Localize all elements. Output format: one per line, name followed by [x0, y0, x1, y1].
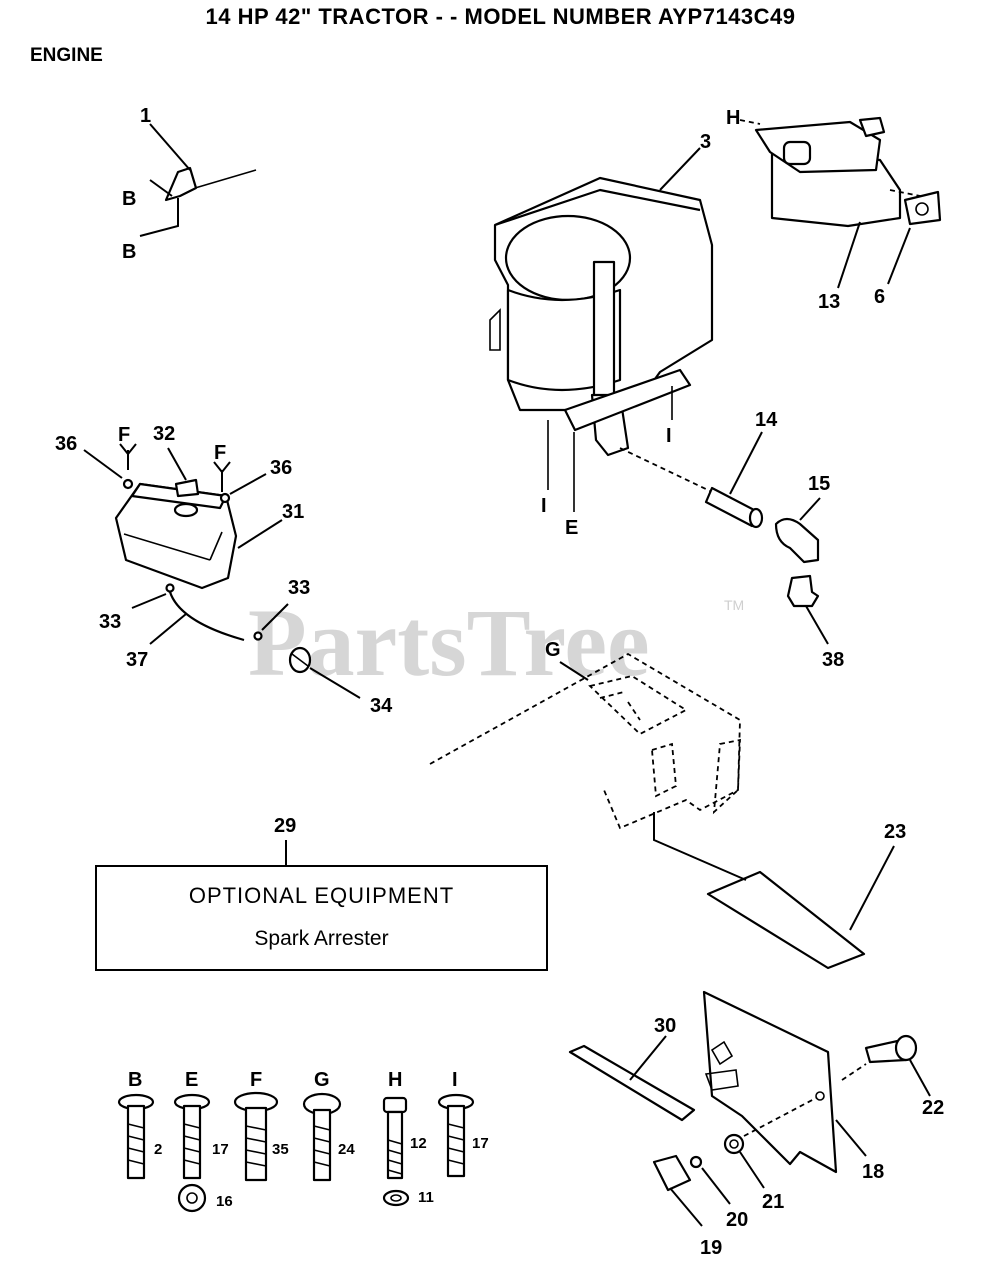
- page-title: 14 HP 42" TRACTOR - - MODEL NUMBER AYP71…: [205, 4, 796, 29]
- optional-equipment-box: OPTIONAL EQUIPMENT Spark Arrester: [95, 865, 548, 971]
- fuel-tank-icon[interactable]: [114, 482, 283, 590]
- callout-22: 22: [922, 1097, 944, 1119]
- clamp-part-33b[interactable]: [253, 603, 289, 641]
- muffler-icon[interactable]: [739, 116, 941, 289]
- ref-letter-i2: I: [666, 425, 672, 447]
- watermark-tm: TM: [724, 597, 744, 613]
- callout-31: 31: [282, 501, 304, 523]
- pipe-part-14[interactable]: [619, 431, 764, 529]
- bolt-icon[interactable]: [117, 1093, 155, 1180]
- shield-part-23[interactable]: [653, 812, 895, 970]
- fastener-e-letter: E: [185, 1069, 198, 1091]
- fuel-filter-part-34[interactable]: [288, 646, 361, 699]
- washer-part-20[interactable]: [689, 1155, 731, 1205]
- fastener-i-part: 17: [472, 1135, 489, 1152]
- clamp-part-33a[interactable]: [131, 583, 175, 609]
- callout-21: 21: [762, 1191, 784, 1213]
- callout-23: 23: [884, 821, 906, 843]
- callout-20: 20: [726, 1209, 748, 1231]
- bolt-icon[interactable]: [302, 1092, 342, 1182]
- bolt-part-22[interactable]: [841, 1034, 931, 1097]
- elbow-part-15[interactable]: [774, 497, 821, 564]
- section-label: ENGINE: [30, 45, 103, 66]
- grommet-part-36a[interactable]: [83, 443, 137, 490]
- engine-icon[interactable]: [489, 147, 714, 512]
- ref-letter-b1: B: [122, 188, 136, 210]
- nut-part-21[interactable]: [723, 1097, 817, 1189]
- fastener-g-letter: G: [314, 1069, 330, 1091]
- callout-15: 15: [808, 473, 830, 495]
- callout-13: 13: [818, 291, 840, 313]
- exhaust-gasket-part-6[interactable]: [887, 190, 942, 285]
- bolt-icon[interactable]: [173, 1093, 211, 1213]
- strip-part-30[interactable]: [568, 1035, 696, 1122]
- callout-18: 18: [862, 1161, 884, 1183]
- callout-30: 30: [654, 1015, 676, 1037]
- fuel-cap-part-32[interactable]: [167, 447, 200, 518]
- watermark: PartsTree: [248, 589, 650, 696]
- fastener-f-part: 35: [272, 1141, 289, 1158]
- callout-32: 32: [153, 423, 175, 445]
- fastener-b-letter: B: [128, 1069, 142, 1091]
- fastener-h-extra: 11: [418, 1189, 434, 1206]
- callout-29: 29: [274, 815, 296, 837]
- fastener-e-extra: 16: [216, 1193, 233, 1210]
- callout-34: 34: [370, 695, 393, 717]
- plug-part-38[interactable]: [786, 574, 829, 645]
- ref-letter-f1: F: [118, 424, 130, 446]
- ref-letter-b2: B: [122, 241, 136, 263]
- callout-33b: 33: [288, 577, 310, 599]
- callout-38: 38: [822, 649, 844, 671]
- fastener-i-letter: I: [452, 1069, 458, 1091]
- callout-36b: 36: [270, 457, 292, 479]
- callout-36a: 36: [55, 433, 77, 455]
- bolt-icon[interactable]: [233, 1091, 279, 1182]
- throttle-cable-part-1[interactable]: [139, 123, 257, 237]
- callout-6: 6: [874, 286, 885, 308]
- ref-letter-g: G: [545, 639, 561, 661]
- grommet-part-36b[interactable]: [213, 461, 267, 504]
- ref-letter-h: H: [726, 107, 740, 129]
- bolt-icon[interactable]: [382, 1096, 410, 1207]
- tractor-frame-outline: [429, 652, 741, 830]
- clip-part-19[interactable]: [652, 1154, 703, 1227]
- fuel-line-part-37[interactable]: [149, 591, 245, 645]
- optional-equipment-item[interactable]: Spark Arrester: [254, 927, 389, 950]
- callout-33a: 33: [99, 611, 121, 633]
- fastener-h-letter: H: [388, 1069, 402, 1091]
- callout-19: 19: [700, 1237, 722, 1259]
- ref-letter-f2: F: [214, 442, 226, 464]
- bolt-icon[interactable]: [437, 1093, 475, 1178]
- ref-letter-i1: I: [541, 495, 547, 517]
- fastener-e-part: 17: [212, 1141, 229, 1158]
- fastener-f-letter: F: [250, 1069, 262, 1091]
- fastener-h-part: 12: [410, 1135, 427, 1152]
- plate-part-18[interactable]: [702, 990, 867, 1174]
- fastener-row: B 2 E 17 16 F 35 G 24: [117, 1069, 489, 1213]
- callout-14: 14: [755, 409, 778, 431]
- callout-1: 1: [140, 105, 151, 127]
- callout-3: 3: [700, 131, 711, 153]
- fastener-b-part: 2: [154, 1141, 162, 1158]
- callout-37: 37: [126, 649, 148, 671]
- ref-letter-e: E: [565, 517, 578, 539]
- fastener-g-part: 24: [338, 1141, 355, 1158]
- optional-equipment-heading: OPTIONAL EQUIPMENT: [188, 883, 455, 908]
